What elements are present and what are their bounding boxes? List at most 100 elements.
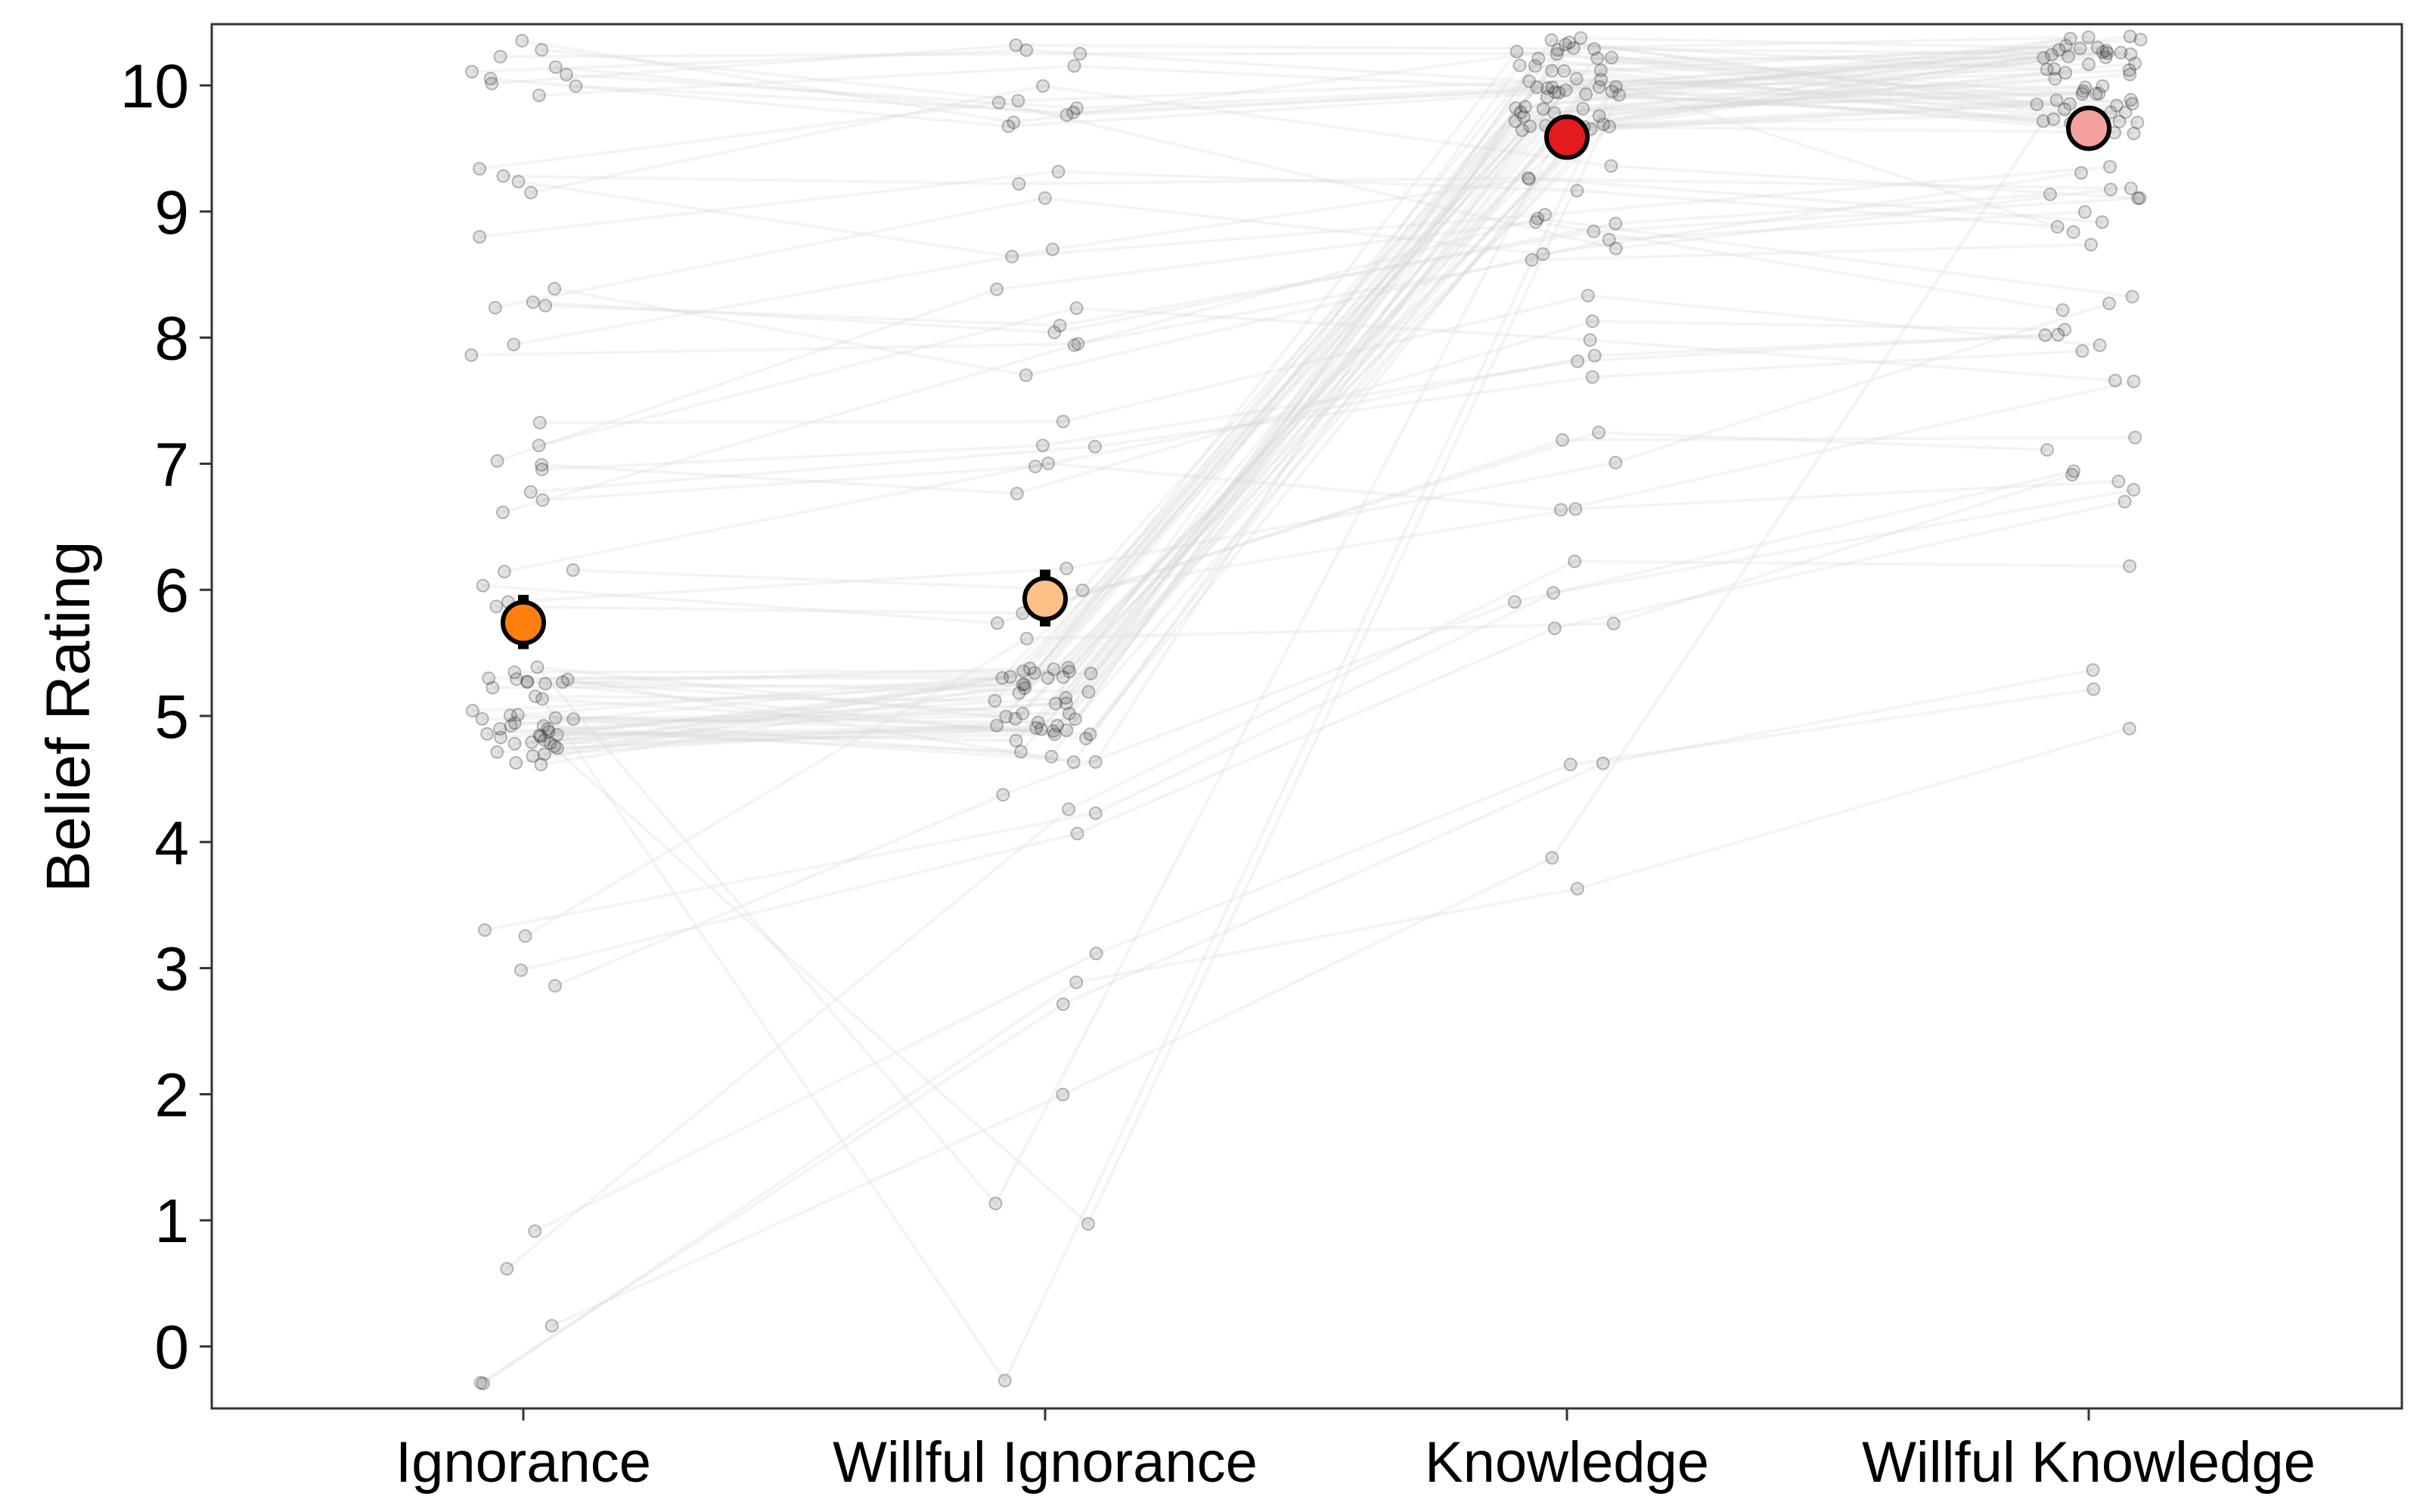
participant-line (524, 473, 2073, 937)
individual-point (1609, 79, 1623, 94)
individual-point (2030, 98, 2044, 111)
individual-point (1507, 595, 1522, 609)
participant-line (544, 49, 2107, 756)
individual-point (496, 505, 510, 519)
individual-point (2130, 116, 2145, 129)
participant-line (535, 69, 2071, 702)
individual-point (1609, 216, 1623, 231)
individual-point (1563, 758, 1578, 772)
individual-point (1081, 1216, 1095, 1231)
participant-line (551, 120, 2045, 1328)
individual-point (990, 718, 1004, 733)
participant-line (531, 50, 2133, 744)
y-tick-label: 10 (120, 52, 189, 121)
individual-point (1050, 718, 1065, 733)
participant-line (543, 35, 2130, 764)
individual-point (486, 680, 500, 695)
individual-point (1531, 51, 1546, 66)
individual-point (1587, 349, 1602, 363)
individual-point (1596, 117, 1611, 132)
individual-point (533, 730, 548, 744)
individual-point (483, 72, 498, 85)
individual-point (2078, 80, 2093, 94)
individual-point (473, 162, 487, 176)
individual-point (1537, 208, 1552, 222)
participant-line (573, 64, 2120, 724)
individual-point (530, 660, 544, 674)
individual-point (1547, 621, 1562, 636)
individual-point (1066, 105, 1081, 119)
participant-line (479, 101, 2111, 250)
individual-point (2124, 181, 2138, 196)
participant-line (544, 95, 2117, 742)
participant-line (541, 71, 2066, 767)
participant-line (518, 165, 2111, 259)
individual-point (535, 42, 549, 57)
individual-point (2100, 46, 2114, 60)
individual-point (507, 716, 522, 730)
individual-point (560, 672, 575, 686)
individual-point (2102, 296, 2116, 311)
individual-point (1012, 686, 1026, 700)
individual-point (1581, 289, 1595, 302)
individual-point (1605, 51, 1618, 65)
participant-line (515, 98, 2131, 765)
individual-point (2122, 63, 2136, 77)
participant-line (471, 48, 2086, 89)
individual-point (995, 671, 1010, 685)
participant-line (554, 469, 2074, 987)
individual-point (1034, 722, 1048, 736)
individual-point (538, 733, 551, 747)
individual-point (1592, 109, 1606, 123)
participant-line (554, 210, 2085, 377)
y-tick-label: 8 (154, 305, 189, 373)
individual-point (2075, 87, 2090, 101)
individual-point (2058, 102, 2071, 116)
individual-point (2046, 112, 2061, 126)
individual-point (1604, 159, 1618, 173)
individual-point (2111, 474, 2126, 488)
individual-point (489, 600, 504, 614)
individual-point (500, 1262, 514, 1276)
individual-point (2040, 443, 2054, 457)
participant-line (540, 103, 2037, 739)
individual-point (526, 295, 540, 309)
individual-point (532, 416, 547, 429)
individual-point (1515, 123, 1529, 138)
individual-point (473, 230, 487, 244)
participant-line (503, 174, 2102, 224)
participant-line (530, 349, 2083, 494)
individual-point (1056, 1087, 1070, 1101)
participant-line (484, 488, 2134, 932)
participant-line (526, 44, 2066, 741)
individual-point (1602, 233, 1616, 246)
individual-point (1070, 826, 1084, 841)
mean-point (501, 600, 546, 646)
individual-point (528, 689, 542, 704)
individual-point (493, 722, 507, 736)
individual-point (2114, 45, 2128, 60)
individual-point (494, 730, 508, 745)
individual-point (2037, 51, 2051, 65)
x-tick-label: Willful Ignorance (833, 1430, 1258, 1495)
individual-point (2124, 47, 2138, 61)
individual-point (475, 711, 489, 726)
individual-point (1550, 47, 1564, 61)
y-tick-label: 1 (154, 1187, 189, 1256)
individual-point (2081, 30, 2096, 45)
mean-point (1544, 114, 1590, 160)
individual-point (538, 747, 551, 761)
individual-point (1083, 727, 1097, 742)
individual-point (1552, 85, 1566, 100)
individual-point (535, 692, 550, 706)
individual-point (1056, 670, 1070, 684)
individual-point (503, 708, 517, 723)
participant-line (567, 77, 2055, 764)
individual-point (548, 739, 562, 753)
participant-line (539, 293, 2100, 424)
individual-point (1016, 677, 1030, 692)
individual-point (478, 923, 492, 937)
participant-line (535, 45, 2099, 1207)
x-tick-label: Willful Knowledge (1862, 1430, 2316, 1495)
